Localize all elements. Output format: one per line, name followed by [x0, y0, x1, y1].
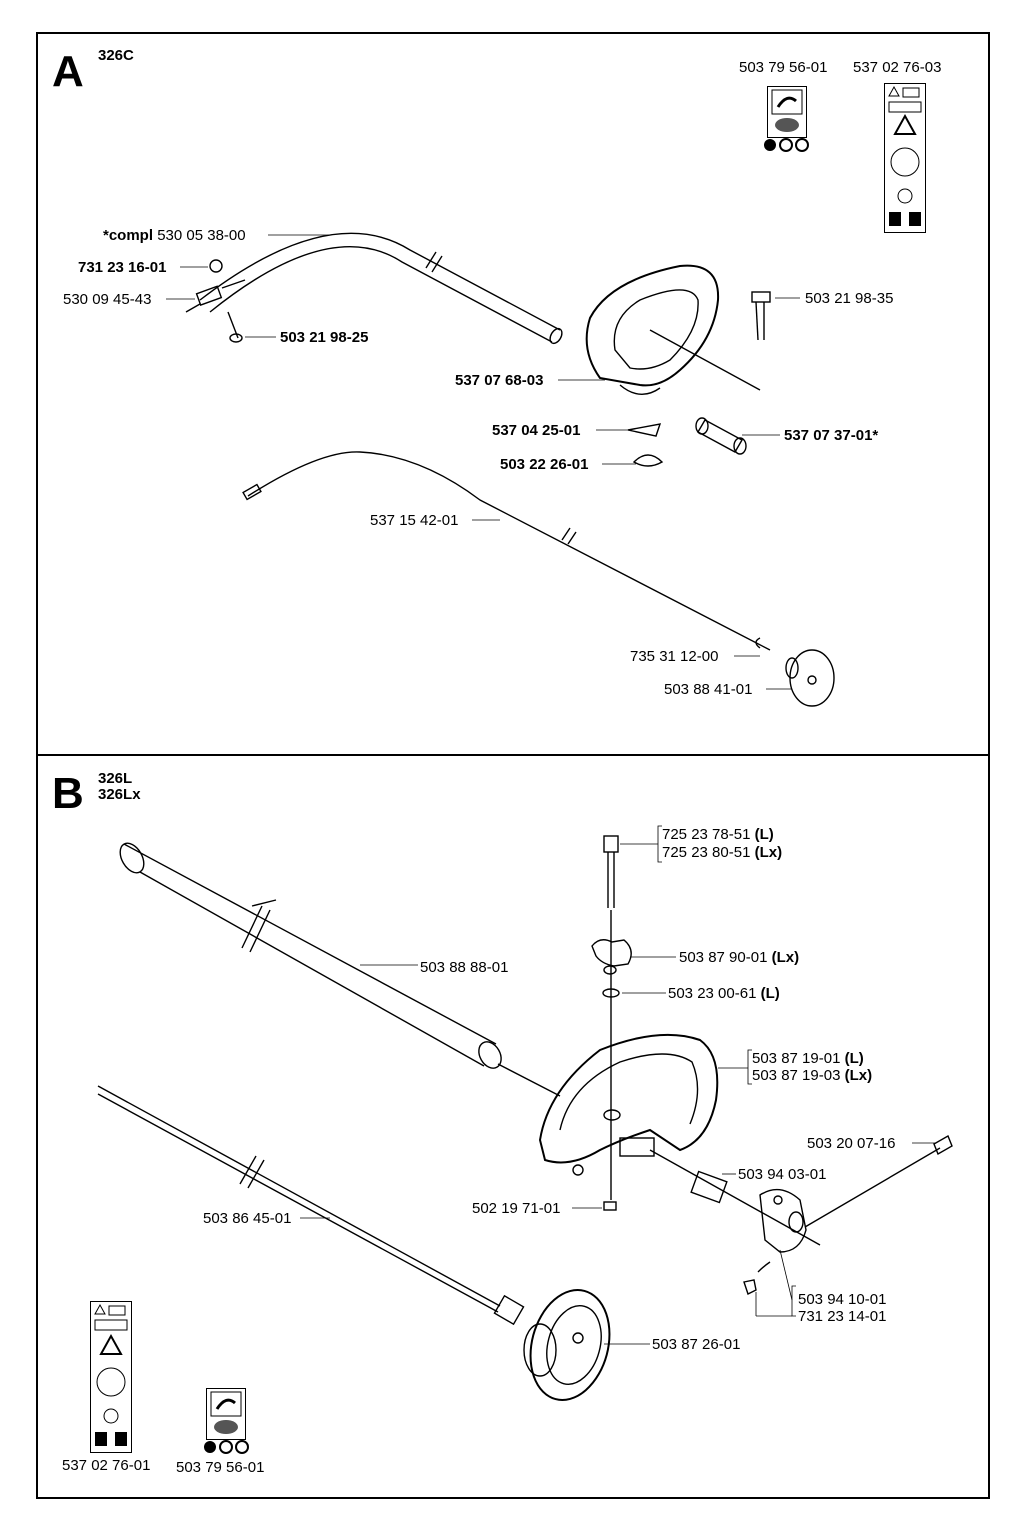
label-b-q1a-suffix: (L) — [754, 826, 774, 843]
section-a-letter: A — [52, 47, 84, 96]
label-a-p10: 735 31 12-00 — [630, 648, 719, 665]
label-b-q8: 502 19 71-01 — [472, 1200, 561, 1217]
decal-symbols-b-icon — [202, 1440, 252, 1454]
trimmer-head-decal-icon — [767, 86, 807, 138]
label-a-compl: *compl 530 05 38-00 — [103, 228, 246, 244]
label-a-p2: 530 09 45-43 — [63, 291, 152, 308]
label-b-q10: 503 94 10-01 — [798, 1291, 887, 1308]
label-a-compl-prefix: *compl — [103, 227, 154, 244]
label-b-q3-suffix: (Lx) — [771, 949, 800, 966]
section-b-letter: B — [52, 769, 84, 818]
label-b-decal-1: 537 02 76-01 — [62, 1457, 151, 1474]
label-b-q5b-num: 503 87 19-03 — [752, 1067, 841, 1084]
label-a-decal-2: 537 02 76-03 — [853, 59, 942, 76]
label-b-q9: 503 86 45-01 — [203, 1210, 292, 1227]
label-b-q7: 503 94 03-01 — [738, 1166, 827, 1183]
label-b-q5a: 503 87 19-01 (L) — [752, 1051, 864, 1067]
label-a-p5: 537 07 68-03 — [455, 372, 544, 389]
label-b-q1a: 725 23 78-51 (L) — [662, 827, 774, 843]
label-b-q4: 503 23 00-61 (L) — [668, 986, 780, 1002]
label-b-q2: 503 88 88-01 — [420, 959, 509, 976]
decal-symbols-icon — [762, 138, 812, 152]
label-a-p9: 537 15 42-01 — [370, 512, 459, 529]
section-divider — [36, 754, 990, 756]
label-b-q5b-suffix: (Lx) — [844, 1067, 873, 1084]
label-b-q5a-suffix: (L) — [844, 1050, 864, 1067]
label-b-q5a-num: 503 87 19-01 — [752, 1050, 841, 1067]
label-b-q4-suffix: (L) — [760, 985, 780, 1002]
label-b-q3-num: 503 87 90-01 — [679, 949, 768, 966]
label-b-q1b-num: 725 23 80-51 — [662, 844, 751, 861]
label-b-decal-2: 503 79 56-01 — [176, 1459, 265, 1476]
label-a-decal-1: 503 79 56-01 — [739, 59, 828, 76]
warning-decal-icon — [884, 83, 926, 233]
label-a-p8: 503 22 26-01 — [500, 456, 589, 473]
label-b-q1b-suffix: (Lx) — [754, 844, 783, 861]
section-b-model-1: 326L — [98, 770, 133, 787]
label-a-p11: 503 88 41-01 — [664, 681, 753, 698]
label-a-compl-number: 530 05 38-00 — [157, 227, 246, 244]
trimmer-head-decal-b-icon — [206, 1388, 246, 1440]
label-b-q3: 503 87 90-01 (Lx) — [679, 950, 799, 966]
label-b-q1b: 725 23 80-51 (Lx) — [662, 845, 782, 861]
label-a-p4: 503 21 98-35 — [805, 290, 894, 307]
label-a-p1: 731 23 16-01 — [78, 259, 167, 276]
label-a-p6: 537 04 25-01 — [492, 422, 581, 439]
label-a-p7: 537 07 37-01* — [784, 427, 879, 444]
section-a-model: 326C — [98, 47, 134, 64]
section-b-model-2: 326Lx — [98, 786, 141, 803]
label-b-q6: 503 20 07-16 — [807, 1135, 896, 1152]
diagram-frame — [36, 32, 990, 1499]
label-b-q11: 731 23 14-01 — [798, 1308, 887, 1325]
warning-decal-b-icon — [90, 1301, 132, 1453]
label-b-q4-num: 503 23 00-61 — [668, 985, 757, 1002]
label-a-p3: 503 21 98-25 — [280, 329, 369, 346]
label-b-q5b: 503 87 19-03 (Lx) — [752, 1068, 872, 1084]
label-b-q12: 503 87 26-01 — [652, 1336, 741, 1353]
label-b-q1a-num: 725 23 78-51 — [662, 826, 751, 843]
